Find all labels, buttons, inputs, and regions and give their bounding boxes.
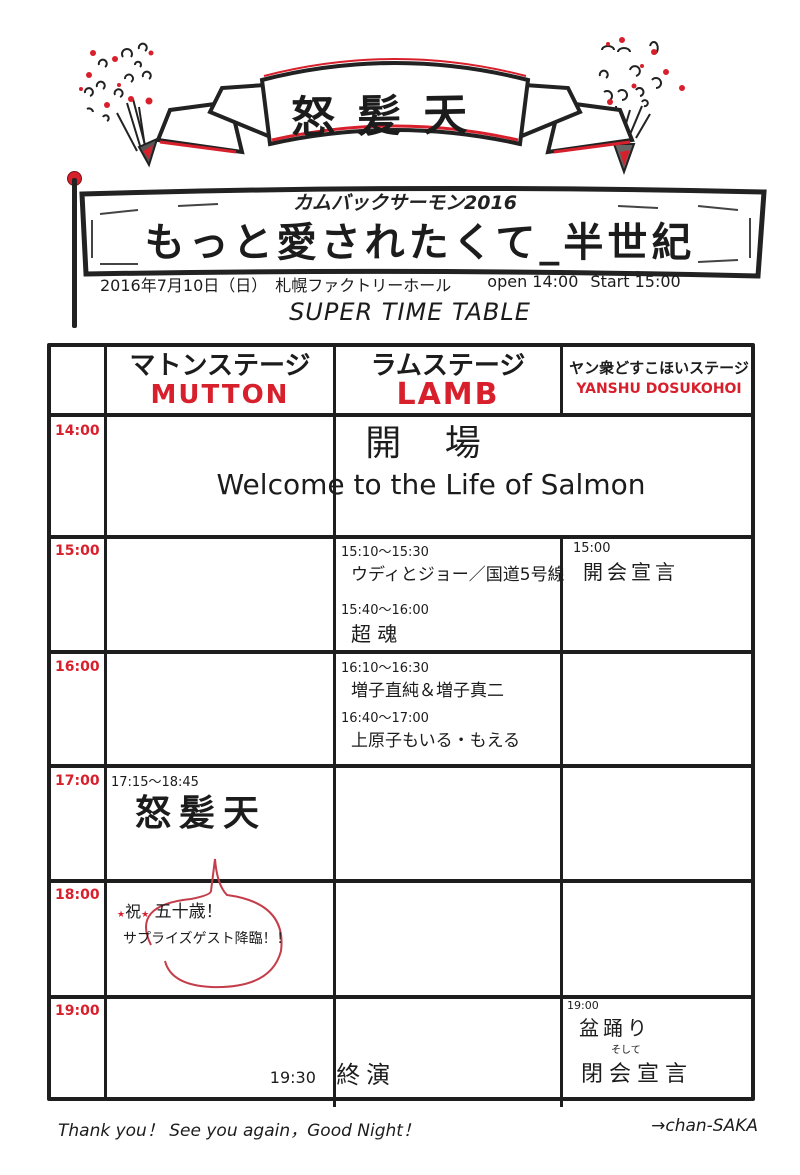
stage-label-jp: マトンステージ (129, 351, 311, 381)
footer-message: Thank you！ See you again，Good Night！ (58, 1121, 420, 1141)
event-venue: 札幌ファクトリーホール (275, 276, 452, 295)
footer: Thank you！ See you again，Good Night！ →ch… (58, 1116, 758, 1141)
event-subtitle: カムバックサーモン2016 (293, 192, 517, 214)
grid-line (333, 347, 336, 537)
slot-artist: 上原子もいる・もえる (351, 731, 521, 751)
doors-open-subtitle: Welcome to the Life of Salmon (216, 468, 646, 501)
event-info-line: 2016年7月10日（日） 札幌ファクトリーホール open 14:00 Sta… (100, 272, 780, 296)
time-label: 16:00 (55, 659, 100, 675)
celebrate-char: 祝 (125, 902, 142, 921)
stage-label-jp: ヤン衆どすこほいステージ (569, 359, 749, 377)
slot-artist-2: 閉会宣言 (581, 1062, 694, 1087)
event-open-time: open 14:00 (487, 272, 579, 291)
title-sign-board (79, 185, 767, 279)
doors-open-title: 開 場 (365, 423, 497, 464)
flag-pole (72, 178, 77, 328)
slot-time: 16:40〜17:00 (341, 711, 429, 726)
grid-line (104, 347, 107, 1097)
speech-bubble-icon (145, 858, 283, 989)
event-main-title: もっと愛されたくて_半世紀 (144, 220, 696, 266)
grid-line (560, 537, 563, 1107)
surprise-note: ★祝★ 五十歳！ サプライズゲスト降臨！！ (117, 897, 337, 948)
grid-line (51, 650, 751, 654)
show-end-slot: 19:30 終演 (107, 1055, 559, 1090)
stage-label-en: YANSHU DOSUKOHOI (576, 381, 742, 397)
slot-time: 15:10〜15:30 (341, 545, 429, 560)
party-popper-left-icon (79, 42, 159, 168)
bubble-line-2: サプライズゲスト降臨！！ (123, 931, 291, 947)
time-label: 15:00 (55, 543, 100, 559)
slot-artist: 怒髪天 (135, 793, 268, 834)
grid-line (560, 347, 563, 415)
slot-time: 17:15〜18:45 (111, 775, 199, 790)
stage-header-yanshu: ヤン衆どすこほいステージ YANSHU DOSUKOHOI (563, 357, 755, 399)
slot-connector: そして (611, 1045, 641, 1056)
time-table: マトンステージ MUTTON ラムステージ LAMB ヤン衆どすこほいステージ … (47, 343, 755, 1107)
time-label: 19:00 (55, 1003, 100, 1019)
end-label: 終演 (336, 1061, 397, 1089)
bubble-line-1: 五十歳！ (154, 902, 223, 922)
stage-label-jp: ラムステージ (370, 351, 526, 381)
doors-open-slot: 開 場 Welcome to the Life of Salmon (107, 421, 755, 503)
ribbon-banner (155, 58, 635, 155)
grid-line (51, 879, 751, 883)
footer-signature: →chan-SAKA (651, 1116, 758, 1136)
time-label: 18:00 (55, 887, 100, 903)
lamb-slot-1610: 16:10〜16:30 増子直純＆増子真二 (341, 657, 559, 701)
slot-artist: 開会宣言 (583, 560, 679, 584)
grid-line (333, 537, 336, 1107)
band-name-title: 怒髪天 (290, 89, 490, 144)
stage-header-lamb: ラムステージ LAMB (336, 351, 560, 412)
slot-time: 15:40〜16:00 (341, 603, 429, 618)
slot-artist: ウディとジョー／国道5号線 (351, 565, 565, 585)
grid-line (51, 995, 751, 999)
lamb-slot-1540: 15:40〜16:00 超 魂 (341, 599, 559, 647)
slot-time: 15:00 (573, 541, 611, 556)
lamb-slot-1640: 16:40〜17:00 上原子もいる・もえる (341, 707, 559, 751)
event-start-time: Start 15:00 (590, 272, 681, 291)
slot-artist-1: 盆踊り (579, 1016, 651, 1040)
stage-label-en: MUTTON (150, 380, 290, 410)
slot-artist: 超 魂 (351, 622, 398, 646)
yanshu-slot-1900: 19:00 盆踊り そして 閉会宣言 (567, 999, 755, 1088)
table-label: SUPER TIME TABLE (289, 298, 531, 326)
event-date: 2016年7月10日（日） (100, 276, 268, 295)
grid-line (51, 413, 751, 417)
stage-header-mutton: マトンステージ MUTTON (107, 351, 333, 409)
mutton-slot-1715: 17:15〜18:45 怒髪天 (111, 771, 331, 838)
yanshu-slot-1500: 15:00 開会宣言 (573, 541, 753, 585)
lamb-slot-1510: 15:10〜15:30 ウディとジョー／国道5号線 (341, 541, 565, 585)
stage-label-en: LAMB (396, 377, 500, 412)
end-time: 19:30 (269, 1068, 316, 1087)
grid-line (51, 535, 751, 539)
time-label: 14:00 (55, 423, 100, 439)
grid-line (51, 764, 751, 768)
slot-time: 19:00 (567, 999, 599, 1012)
slot-artist: 増子直純＆増子真二 (351, 681, 504, 701)
time-label: 17:00 (55, 773, 100, 789)
slot-time: 16:10〜16:30 (341, 661, 429, 676)
